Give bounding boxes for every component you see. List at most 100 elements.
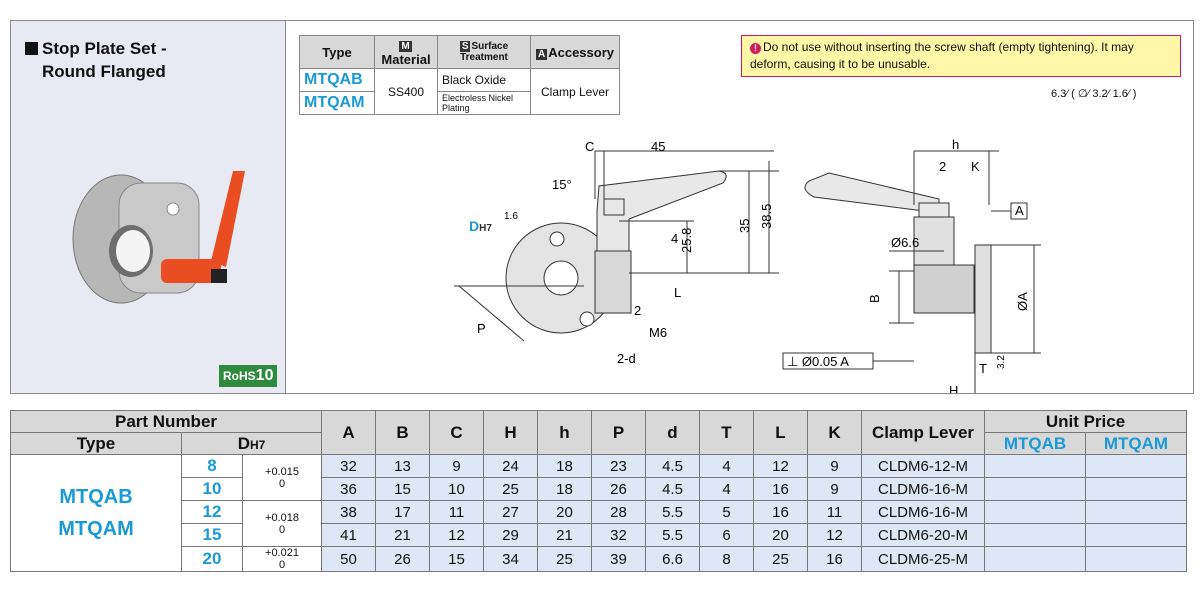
table-cell: 38 (321, 500, 376, 524)
dim-roughness-16: 1.6 (504, 211, 518, 222)
product-photo (72, 171, 245, 304)
dim-b: B (867, 294, 882, 303)
table-cell: 15 (429, 546, 484, 572)
header-h: H (483, 410, 538, 455)
table-cell: 28 (591, 500, 646, 524)
d-cell: 20 (181, 546, 243, 572)
table-cell: 10 (429, 477, 484, 501)
price-cell (1085, 477, 1187, 501)
d-cell: 10 (181, 477, 243, 501)
header-k: K (807, 410, 862, 455)
dim-l: L (674, 285, 681, 300)
dim-h-small: h (952, 137, 959, 152)
dim-2d: 2-d (617, 351, 636, 366)
warning-box: !Do not use without inserting the screw … (741, 35, 1181, 77)
header-dh7: DH7 (181, 432, 322, 455)
table-cell: 8 (699, 546, 754, 572)
dim-angle: 15° (552, 177, 572, 192)
dim-35: 35 (737, 219, 752, 233)
table-cell: 11 (429, 500, 484, 524)
table-cell: CLDM6-12-M (861, 454, 985, 478)
header-l: L (753, 410, 808, 455)
tolerance-frame: ⊥ Ø0.05 A (787, 354, 849, 369)
d-cell: 12 (181, 500, 243, 524)
table-cell: 41 (321, 523, 376, 547)
price-cell (984, 546, 1086, 572)
technical-drawing: C 45 15° DH7 1.6 4 25.8 35 38.5 L 2 P M6… (454, 137, 1041, 393)
table-cell: 25 (537, 546, 592, 572)
table-cell: 13 (375, 454, 430, 478)
table-cell: 17 (375, 500, 430, 524)
dim-h-large: H (949, 383, 958, 393)
table-cell: 12 (807, 523, 862, 547)
dim-2: 2 (634, 303, 641, 318)
price-cell (1085, 546, 1187, 572)
title-line1: Stop Plate Set - (42, 39, 167, 58)
spec-type-2: MTQAM (299, 91, 375, 115)
title-line2: Round Flanged (42, 62, 166, 81)
product-photo-panel: Stop Plate Set - Round Flanged RoHS10 (11, 21, 286, 393)
spec-type-1: MTQAB (299, 68, 375, 92)
spec-header-type: Type (299, 35, 375, 69)
header-type: Type (10, 432, 182, 455)
dim-roughness-32: 3.2 (996, 355, 1007, 369)
header-price-mtqab: MTQAB (984, 432, 1086, 455)
table-cell: 6.6 (645, 546, 700, 572)
dim-k: K (971, 159, 980, 174)
spec-surface-2: Electroless Nickel Plating (437, 91, 531, 115)
header-price-mtqam: MTQAM (1085, 432, 1187, 455)
table-cell: 16 (807, 546, 862, 572)
product-title: Stop Plate Set - Round Flanged (25, 37, 167, 83)
warning-text: Do not use without inserting the screw s… (750, 40, 1134, 71)
header-d: d (645, 410, 700, 455)
dim-2-side: 2 (939, 159, 946, 174)
header-clamp-lever: Clamp Lever (861, 410, 985, 455)
table-cell: 25 (753, 546, 808, 572)
table-cell: 4 (699, 477, 754, 501)
table-cell: 12 (429, 523, 484, 547)
dim-38-5: 38.5 (759, 204, 774, 229)
warning-icon: ! (750, 43, 761, 54)
spec-surface-1: Black Oxide (437, 68, 531, 92)
table-cell: 32 (591, 523, 646, 547)
spec-header-material: MMaterial (374, 35, 438, 69)
header-t: T (699, 410, 754, 455)
table-cell: 27 (483, 500, 538, 524)
table-cell: 5.5 (645, 523, 700, 547)
table-cell: CLDM6-25-M (861, 546, 985, 572)
table-cell: 16 (753, 500, 808, 524)
table-cell: 29 (483, 523, 538, 547)
dim-dh7: DH7 (469, 218, 492, 234)
table-cell: 21 (375, 523, 430, 547)
table-cell: CLDM6-16-M (861, 477, 985, 501)
rohs-badge: RoHS10 (219, 365, 278, 387)
table-cell: 4 (699, 454, 754, 478)
header-unit-price: Unit Price (984, 410, 1187, 433)
dim-25-8: 25.8 (679, 228, 694, 253)
table-cell: 20 (537, 500, 592, 524)
d-cell: 8 (181, 454, 243, 478)
table-cell: 26 (375, 546, 430, 572)
table-cell: 21 (537, 523, 592, 547)
dim-c: C (585, 139, 594, 154)
table-cell: 24 (483, 454, 538, 478)
table-cell: 5.5 (645, 500, 700, 524)
table-cell: 9 (807, 477, 862, 501)
price-cell (1085, 454, 1187, 478)
dim-t: T (979, 361, 987, 376)
dim-p: P (477, 321, 486, 336)
table-cell: 23 (591, 454, 646, 478)
table-cell: 18 (537, 454, 592, 478)
table-cell: 26 (591, 477, 646, 501)
roughness-symbol: 6.3∕ ( ∅∕ 3.2∕ 1.6∕ ) (1051, 88, 1137, 100)
table-cell: 25 (483, 477, 538, 501)
product-panel: Stop Plate Set - Round Flanged RoHS10 Ty… (10, 20, 1194, 394)
table-cell: 9 (429, 454, 484, 478)
